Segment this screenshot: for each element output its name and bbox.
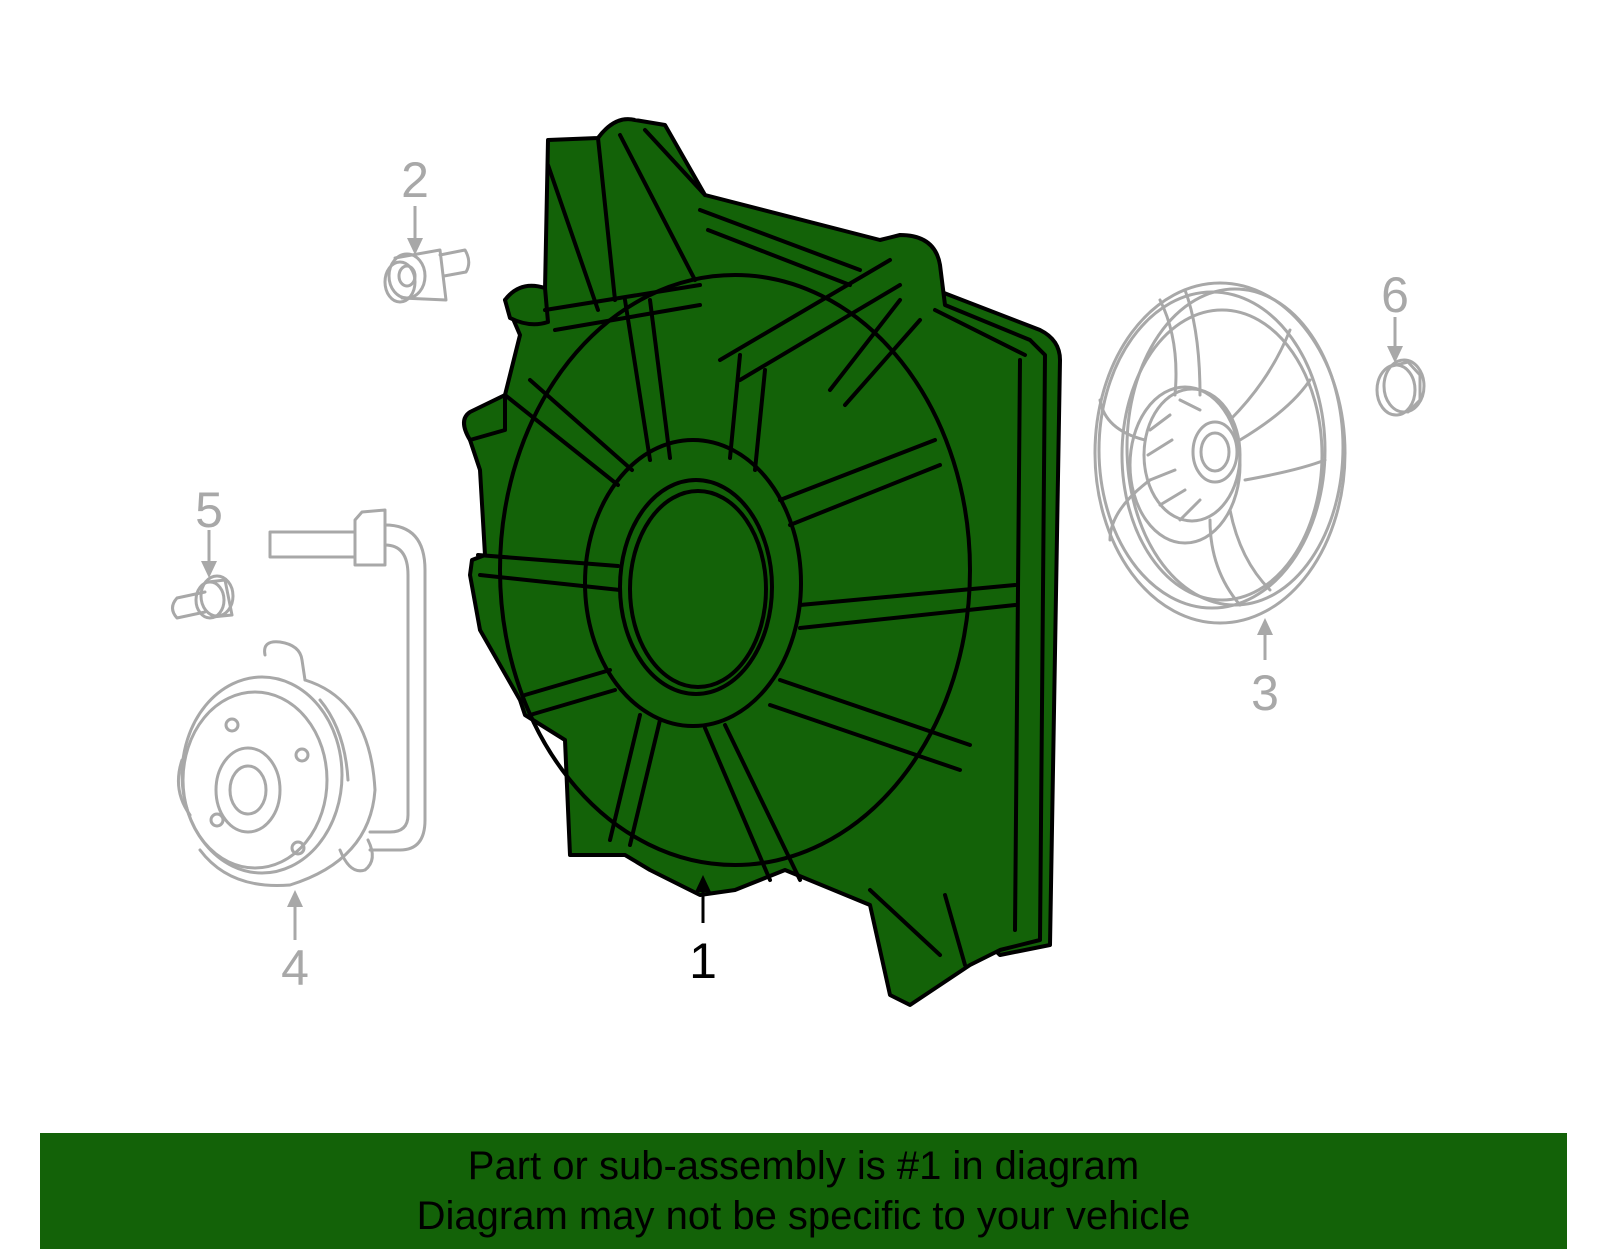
callout-3: 3 bbox=[1251, 618, 1279, 721]
callout-number-2: 2 bbox=[401, 152, 429, 208]
callout-number-6: 6 bbox=[1381, 267, 1409, 323]
callout-number-3: 3 bbox=[1251, 665, 1279, 721]
nut-part-6[interactable] bbox=[1375, 358, 1426, 417]
callout-number-5: 5 bbox=[195, 482, 223, 538]
callout-4: 4 bbox=[281, 890, 309, 996]
fan-motor-part-4[interactable] bbox=[176, 508, 427, 888]
screw-part-5[interactable] bbox=[171, 574, 235, 620]
fan-blade-part-3[interactable] bbox=[1093, 281, 1347, 625]
callout-1: 1 bbox=[689, 875, 717, 989]
banner-line-part: Part or sub-assembly is #1 in diagram bbox=[467, 1144, 1140, 1188]
callout-5: 5 bbox=[195, 482, 223, 578]
bolt-part-2[interactable] bbox=[383, 248, 471, 304]
parts-diagram: 1 2 3 4 5 6 bbox=[171, 117, 1426, 1007]
callout-number-1: 1 bbox=[689, 933, 717, 989]
fan-shroud-part-1[interactable] bbox=[462, 117, 1062, 1007]
info-banner: Part or sub-assembly is #1 in diagram Di… bbox=[40, 1133, 1567, 1249]
callout-6: 6 bbox=[1381, 267, 1409, 363]
callout-number-4: 4 bbox=[281, 940, 309, 996]
callout-2: 2 bbox=[401, 152, 429, 255]
banner-line-disclaimer: Diagram may not be specific to your vehi… bbox=[416, 1194, 1191, 1238]
